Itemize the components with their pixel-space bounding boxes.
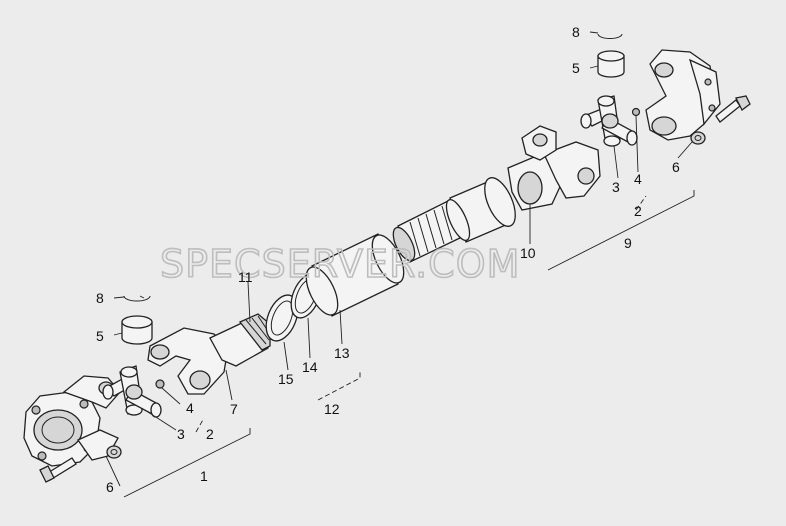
callout-numbers: 8 5 4 3 2 7 6 1 11 15 14 13 12 10 9 8 5 … [96, 24, 680, 495]
callout-3-right: 3 [612, 179, 620, 195]
callout-13: 13 [334, 345, 350, 361]
callout-5-left: 5 [96, 328, 104, 344]
left-universal-joint-cross [102, 365, 162, 418]
callout-5-right: 5 [572, 60, 580, 76]
right-snap-ring [597, 33, 623, 39]
tube-yoke [507, 125, 601, 211]
slip-yoke [147, 313, 271, 395]
seal-ring-15 [265, 294, 299, 342]
callout-3-left: 3 [177, 426, 185, 442]
leader-lines [105, 31, 693, 487]
left-grease-fitting [155, 379, 165, 389]
callout-12: 12 [324, 401, 340, 417]
left-snap-ring [123, 295, 151, 302]
left-bolt [39, 457, 77, 483]
bracket-lines [123, 190, 695, 498]
right-nut [690, 131, 706, 145]
watermark-text: SPECSERVER.COM [160, 242, 520, 286]
callout-1: 1 [200, 468, 208, 484]
right-universal-joint-cross [580, 95, 638, 147]
right-bolt [715, 95, 751, 123]
callout-2-right: 2 [634, 203, 642, 219]
right-grease-fitting [631, 107, 641, 117]
callout-8-right: 8 [572, 24, 580, 40]
right-bearing-cap [597, 50, 625, 78]
splined-shaft [392, 177, 516, 263]
callout-10: 10 [520, 245, 536, 261]
callout-11: 11 [238, 269, 253, 285]
callout-15: 15 [278, 371, 294, 387]
callout-9: 9 [624, 235, 632, 251]
boot-tube [305, 233, 405, 317]
left-nut [106, 445, 122, 459]
callout-4-right: 4 [634, 171, 642, 187]
callout-6-right: 6 [672, 159, 680, 175]
left-bearing-cap [121, 315, 153, 345]
right-flange-yoke [645, 49, 721, 141]
callout-8-left: 8 [96, 290, 104, 306]
callout-2-left: 2 [206, 426, 214, 442]
callout-4-left: 4 [186, 400, 194, 416]
callout-7: 7 [230, 401, 238, 417]
callout-6-left: 6 [106, 479, 114, 495]
callout-14: 14 [302, 359, 318, 375]
